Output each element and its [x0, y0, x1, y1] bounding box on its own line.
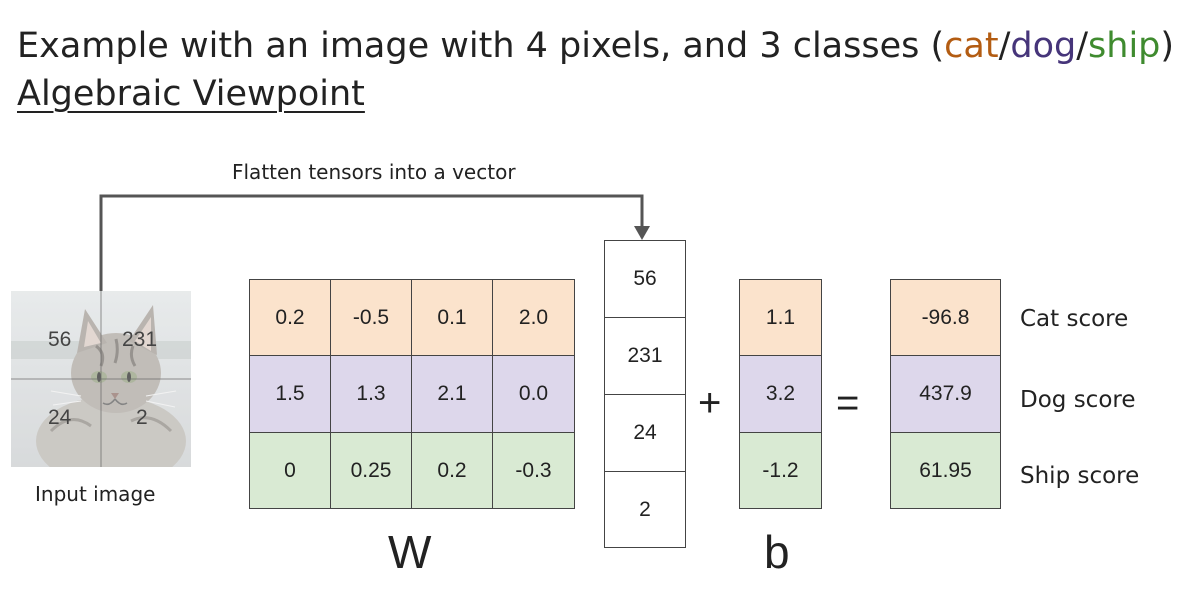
flatten-arrowhead [634, 226, 650, 240]
w-cell: 2.1 [411, 355, 493, 433]
x-cell: 24 [604, 394, 686, 472]
ship-score-label: Ship score [1020, 461, 1139, 491]
x-cell: 231 [604, 317, 686, 395]
w-cell: -0.5 [330, 279, 412, 356]
w-cell: 0.25 [330, 432, 412, 509]
pixel-value: 56 [48, 328, 71, 352]
w-cell: -0.3 [492, 432, 575, 509]
b-label: b [764, 524, 790, 580]
b-cell: -1.2 [739, 432, 822, 509]
plus-sign: + [698, 381, 721, 425]
flatten-label: Flatten tensors into a vector [232, 158, 516, 186]
flatten-arrow-line [101, 196, 642, 291]
b-cell: 1.1 [739, 279, 822, 356]
x-cell: 2 [604, 471, 686, 548]
w-label: W [388, 524, 431, 580]
equals-sign: = [836, 381, 859, 425]
w-cell: 0.1 [411, 279, 493, 356]
x-cell: 56 [604, 240, 686, 318]
w-cell: 0 [249, 432, 331, 509]
pixel-value: 2 [136, 406, 148, 430]
b-cell: 3.2 [739, 355, 822, 433]
pixel-value: 231 [122, 328, 157, 352]
pixel-value: 24 [48, 406, 71, 430]
score-cell: 61.95 [890, 432, 1001, 509]
w-cell: 1.3 [330, 355, 412, 433]
score-cell: -96.8 [890, 279, 1001, 356]
cat-score-label: Cat score [1020, 304, 1128, 334]
input-image-label: Input image [35, 480, 155, 508]
w-cell: 0.2 [249, 279, 331, 356]
w-cell: 2.0 [492, 279, 575, 356]
w-cell: 0.2 [411, 432, 493, 509]
w-cell: 0.0 [492, 355, 575, 433]
score-cell: 437.9 [890, 355, 1001, 433]
dog-score-label: Dog score [1020, 385, 1136, 415]
w-cell: 1.5 [249, 355, 331, 433]
cat-photo-icon [11, 291, 191, 467]
input-image: 56 231 24 2 [11, 291, 191, 467]
